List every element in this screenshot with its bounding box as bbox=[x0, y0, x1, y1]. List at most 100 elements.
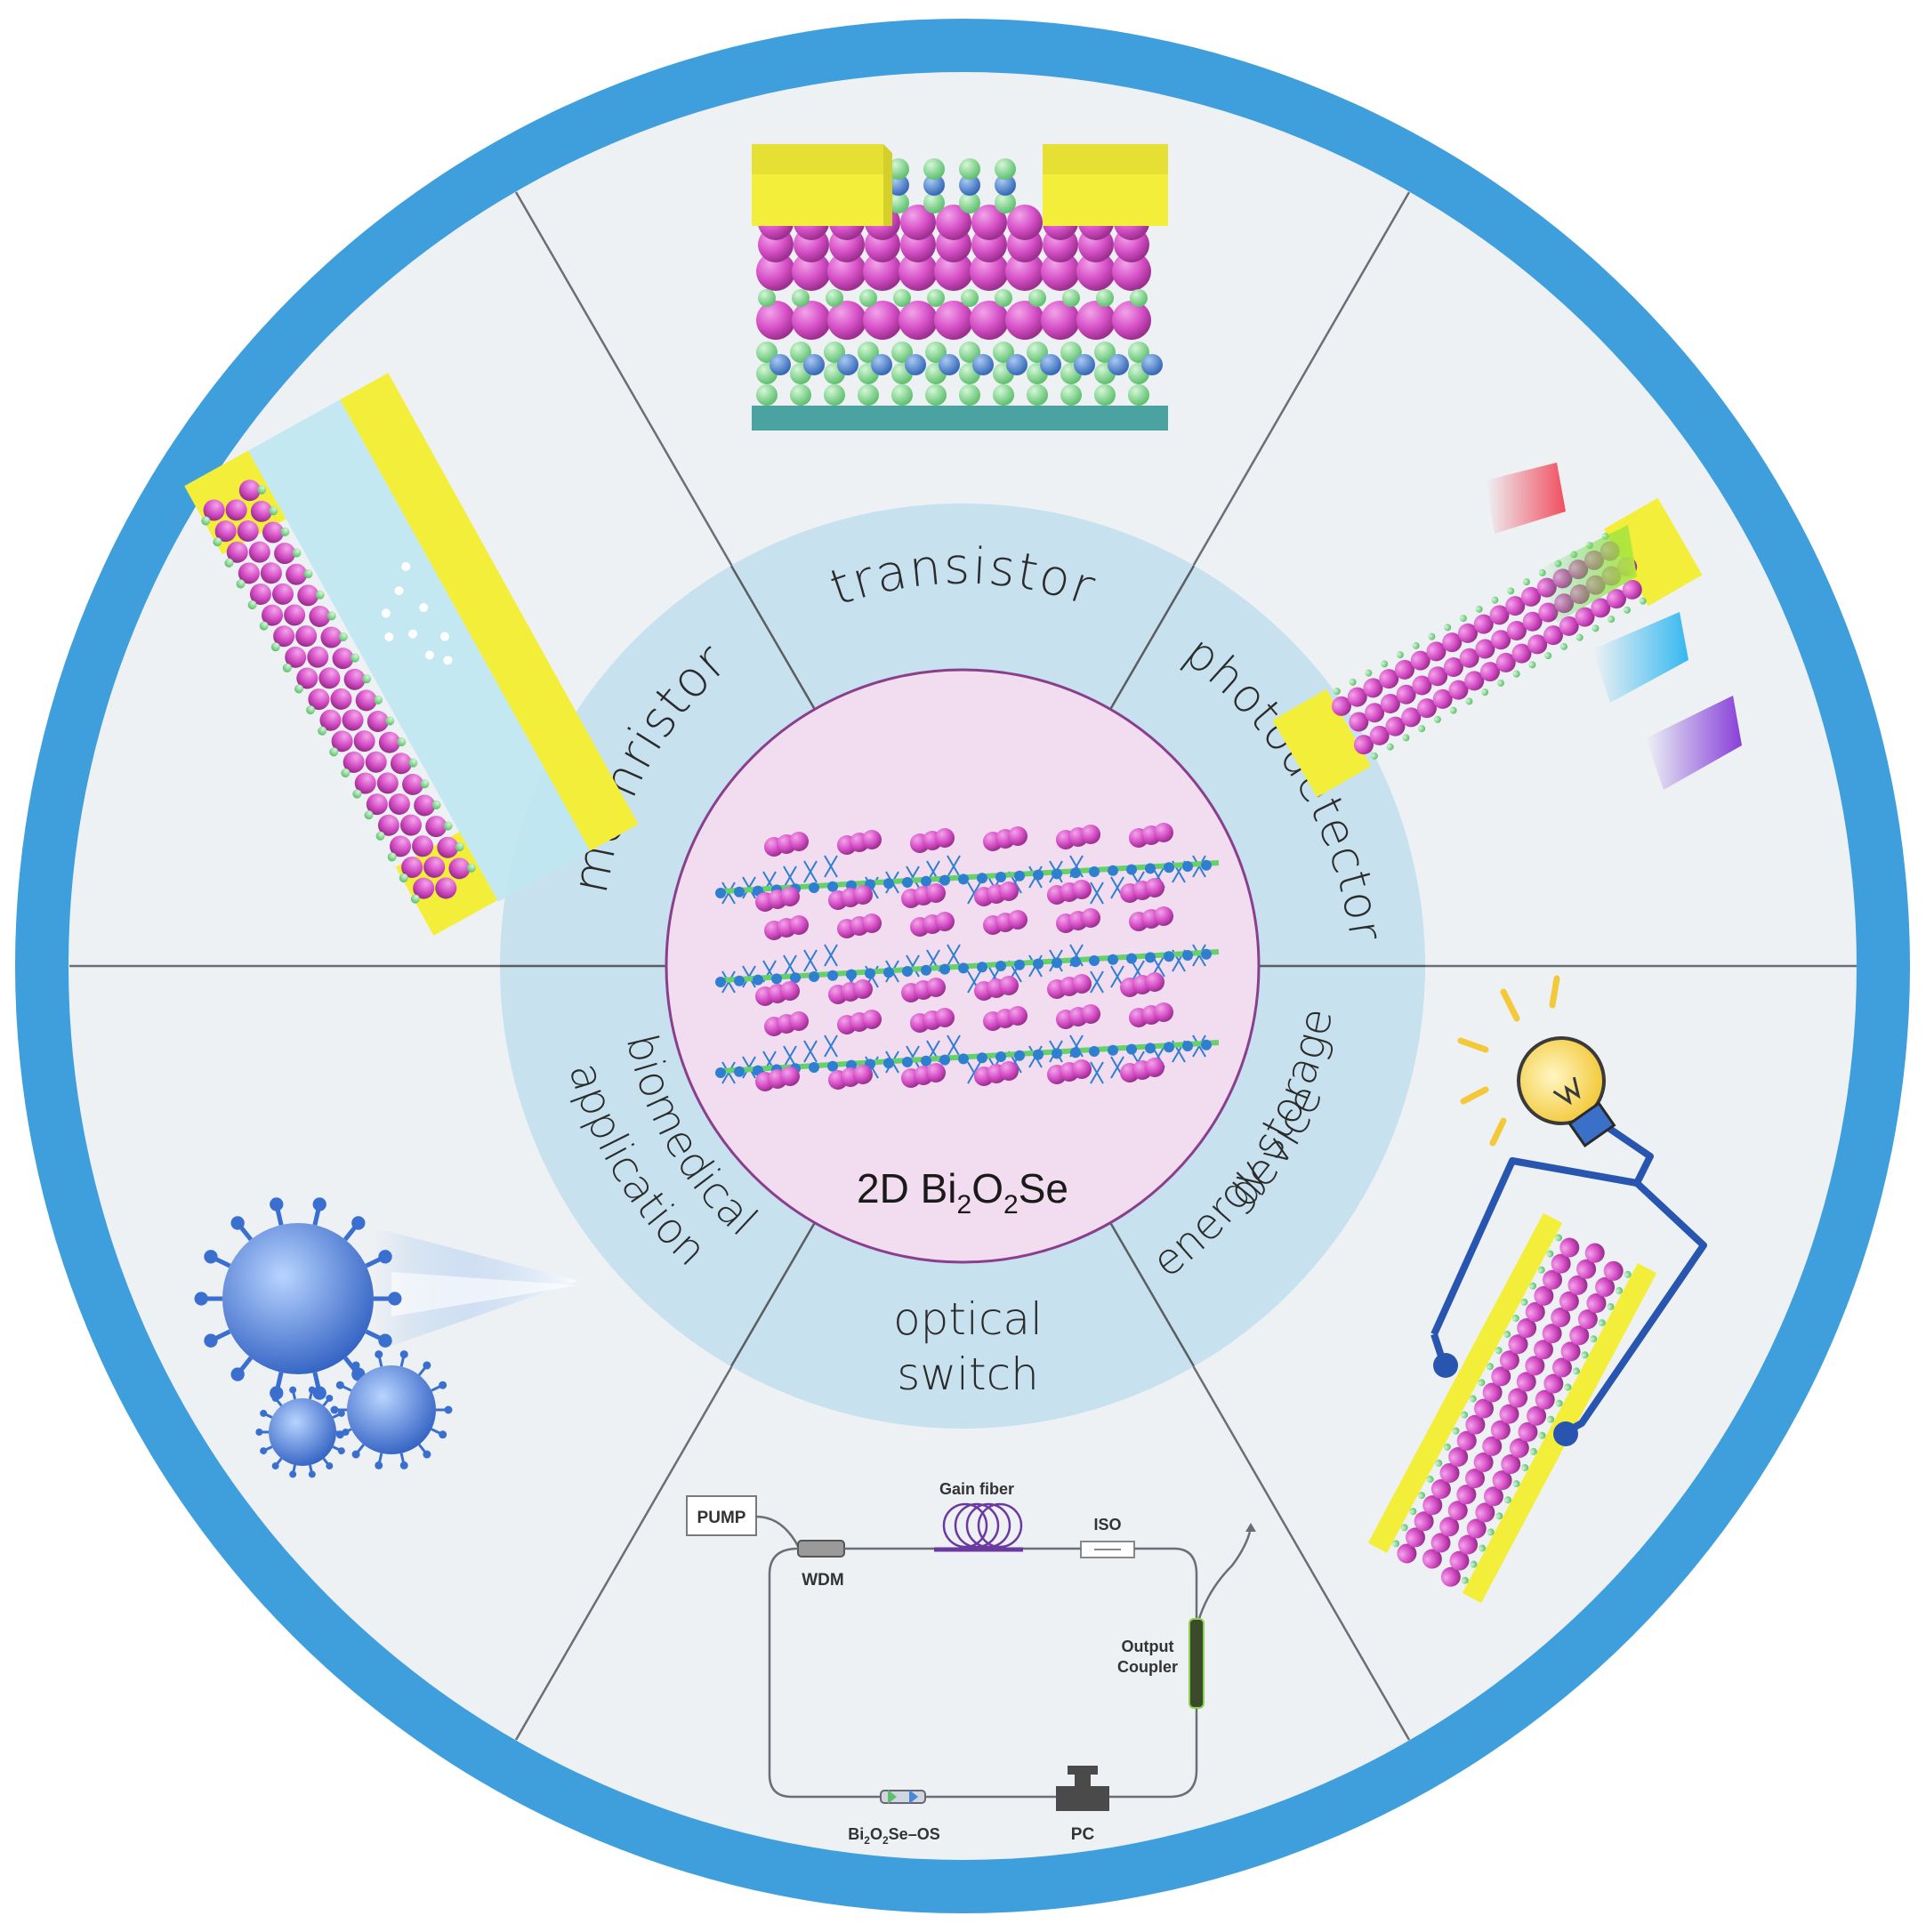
bi-atom bbox=[1489, 605, 1510, 625]
bi-atom bbox=[1406, 1527, 1426, 1548]
bi-atom bbox=[330, 688, 352, 710]
o-atom bbox=[925, 342, 947, 363]
source-electrode bbox=[752, 144, 892, 226]
bi-atom bbox=[1499, 1350, 1519, 1371]
interlayer-atom bbox=[923, 192, 945, 213]
o-atom bbox=[303, 569, 313, 579]
o-atom bbox=[792, 289, 810, 307]
bi-atom bbox=[1416, 698, 1437, 719]
bi-atom bbox=[1522, 611, 1543, 632]
se-atom bbox=[902, 966, 913, 977]
bi-atom bbox=[1506, 621, 1527, 640]
se-atom bbox=[803, 354, 825, 375]
o-atom bbox=[455, 842, 464, 852]
se-atom bbox=[1006, 354, 1027, 375]
bi-atom bbox=[936, 205, 971, 240]
bi-atom bbox=[926, 978, 946, 997]
bi-atom bbox=[1459, 648, 1479, 668]
se-atom bbox=[995, 1051, 1006, 1062]
label-optical-line2: switch bbox=[897, 1348, 1039, 1400]
spike-tip bbox=[337, 1447, 345, 1455]
bi-atom bbox=[1483, 1486, 1503, 1507]
bi-atom bbox=[1491, 630, 1511, 650]
bi-atom bbox=[342, 709, 364, 731]
bi-atom bbox=[332, 648, 354, 670]
se-atom bbox=[995, 872, 1006, 882]
bi-atom bbox=[756, 252, 795, 291]
se-atom bbox=[1052, 1048, 1062, 1059]
o-atom bbox=[1060, 384, 1082, 406]
spike-tip bbox=[351, 1450, 360, 1459]
se-atom bbox=[958, 873, 969, 885]
o-atom bbox=[329, 747, 339, 757]
bi-atom bbox=[378, 731, 400, 753]
o-atom bbox=[1027, 342, 1048, 363]
se-atom bbox=[715, 888, 726, 898]
o-atom bbox=[1520, 1298, 1528, 1306]
bi-atom bbox=[1442, 632, 1463, 653]
bond bbox=[947, 855, 961, 878]
gain-fiber-coil bbox=[942, 1502, 1023, 1549]
o-atom bbox=[410, 894, 420, 904]
spike-tip bbox=[375, 1461, 383, 1469]
bi-atom bbox=[1363, 678, 1383, 698]
o-atom bbox=[1392, 1540, 1400, 1548]
bi-atom bbox=[1622, 579, 1642, 600]
bi-atom bbox=[1569, 1325, 1590, 1346]
bi-atom bbox=[1369, 725, 1390, 745]
bi-atom bbox=[1518, 1421, 1538, 1442]
se-atom bbox=[883, 878, 894, 890]
se-atom bbox=[1108, 954, 1118, 965]
bond bbox=[1110, 1056, 1124, 1079]
se-atom bbox=[1052, 868, 1062, 880]
bi-atom bbox=[1527, 634, 1548, 655]
bi-atom bbox=[376, 772, 399, 794]
spike-tip bbox=[378, 1250, 392, 1264]
interlayer-atom bbox=[995, 174, 1016, 196]
bi-atom bbox=[789, 1011, 809, 1031]
o-atom bbox=[236, 579, 246, 589]
bi-atom bbox=[1145, 1058, 1164, 1077]
bi-atom bbox=[1551, 1253, 1571, 1274]
bi-atom bbox=[1041, 301, 1080, 340]
bi-atom bbox=[1439, 1517, 1460, 1537]
bi-atom bbox=[1491, 1366, 1511, 1387]
bi-atom bbox=[1473, 1452, 1494, 1472]
o-atom bbox=[1608, 616, 1616, 624]
interlayer-atom bbox=[995, 192, 1016, 213]
bi-atom bbox=[284, 604, 306, 626]
se-atom bbox=[871, 354, 892, 375]
virus-icon bbox=[330, 1350, 453, 1469]
o-atom bbox=[995, 289, 1012, 307]
o-atom bbox=[364, 810, 374, 820]
o-atom bbox=[1475, 605, 1483, 613]
o-atom bbox=[1512, 670, 1520, 678]
se-atom bbox=[1089, 866, 1100, 877]
o-atom bbox=[756, 384, 778, 406]
o-atom bbox=[1470, 1560, 1478, 1568]
bi-atom bbox=[862, 1010, 882, 1029]
se-atom bbox=[883, 967, 894, 978]
se-atom bbox=[715, 1067, 726, 1078]
o-atom bbox=[1461, 1411, 1469, 1419]
bi-atom bbox=[353, 730, 375, 753]
o-atom bbox=[338, 632, 348, 641]
spike-tip bbox=[255, 1429, 263, 1436]
bi-atom bbox=[863, 252, 902, 291]
o-atom bbox=[1592, 624, 1600, 632]
o-atom bbox=[341, 768, 351, 777]
bi-atom bbox=[1456, 1485, 1477, 1505]
se-atom bbox=[1033, 869, 1044, 881]
bi-atom bbox=[285, 646, 307, 668]
bond bbox=[1090, 1061, 1104, 1084]
o-atom bbox=[1400, 1524, 1408, 1532]
se-atom bbox=[1164, 862, 1174, 873]
spike-tip bbox=[378, 1333, 392, 1348]
se-atom bbox=[921, 964, 931, 976]
o-atom bbox=[259, 621, 269, 631]
bi-atom bbox=[320, 626, 342, 648]
drain-electrode bbox=[1043, 144, 1168, 226]
o-atom bbox=[326, 611, 336, 621]
o-atom bbox=[420, 779, 430, 789]
se-atom bbox=[753, 974, 763, 986]
